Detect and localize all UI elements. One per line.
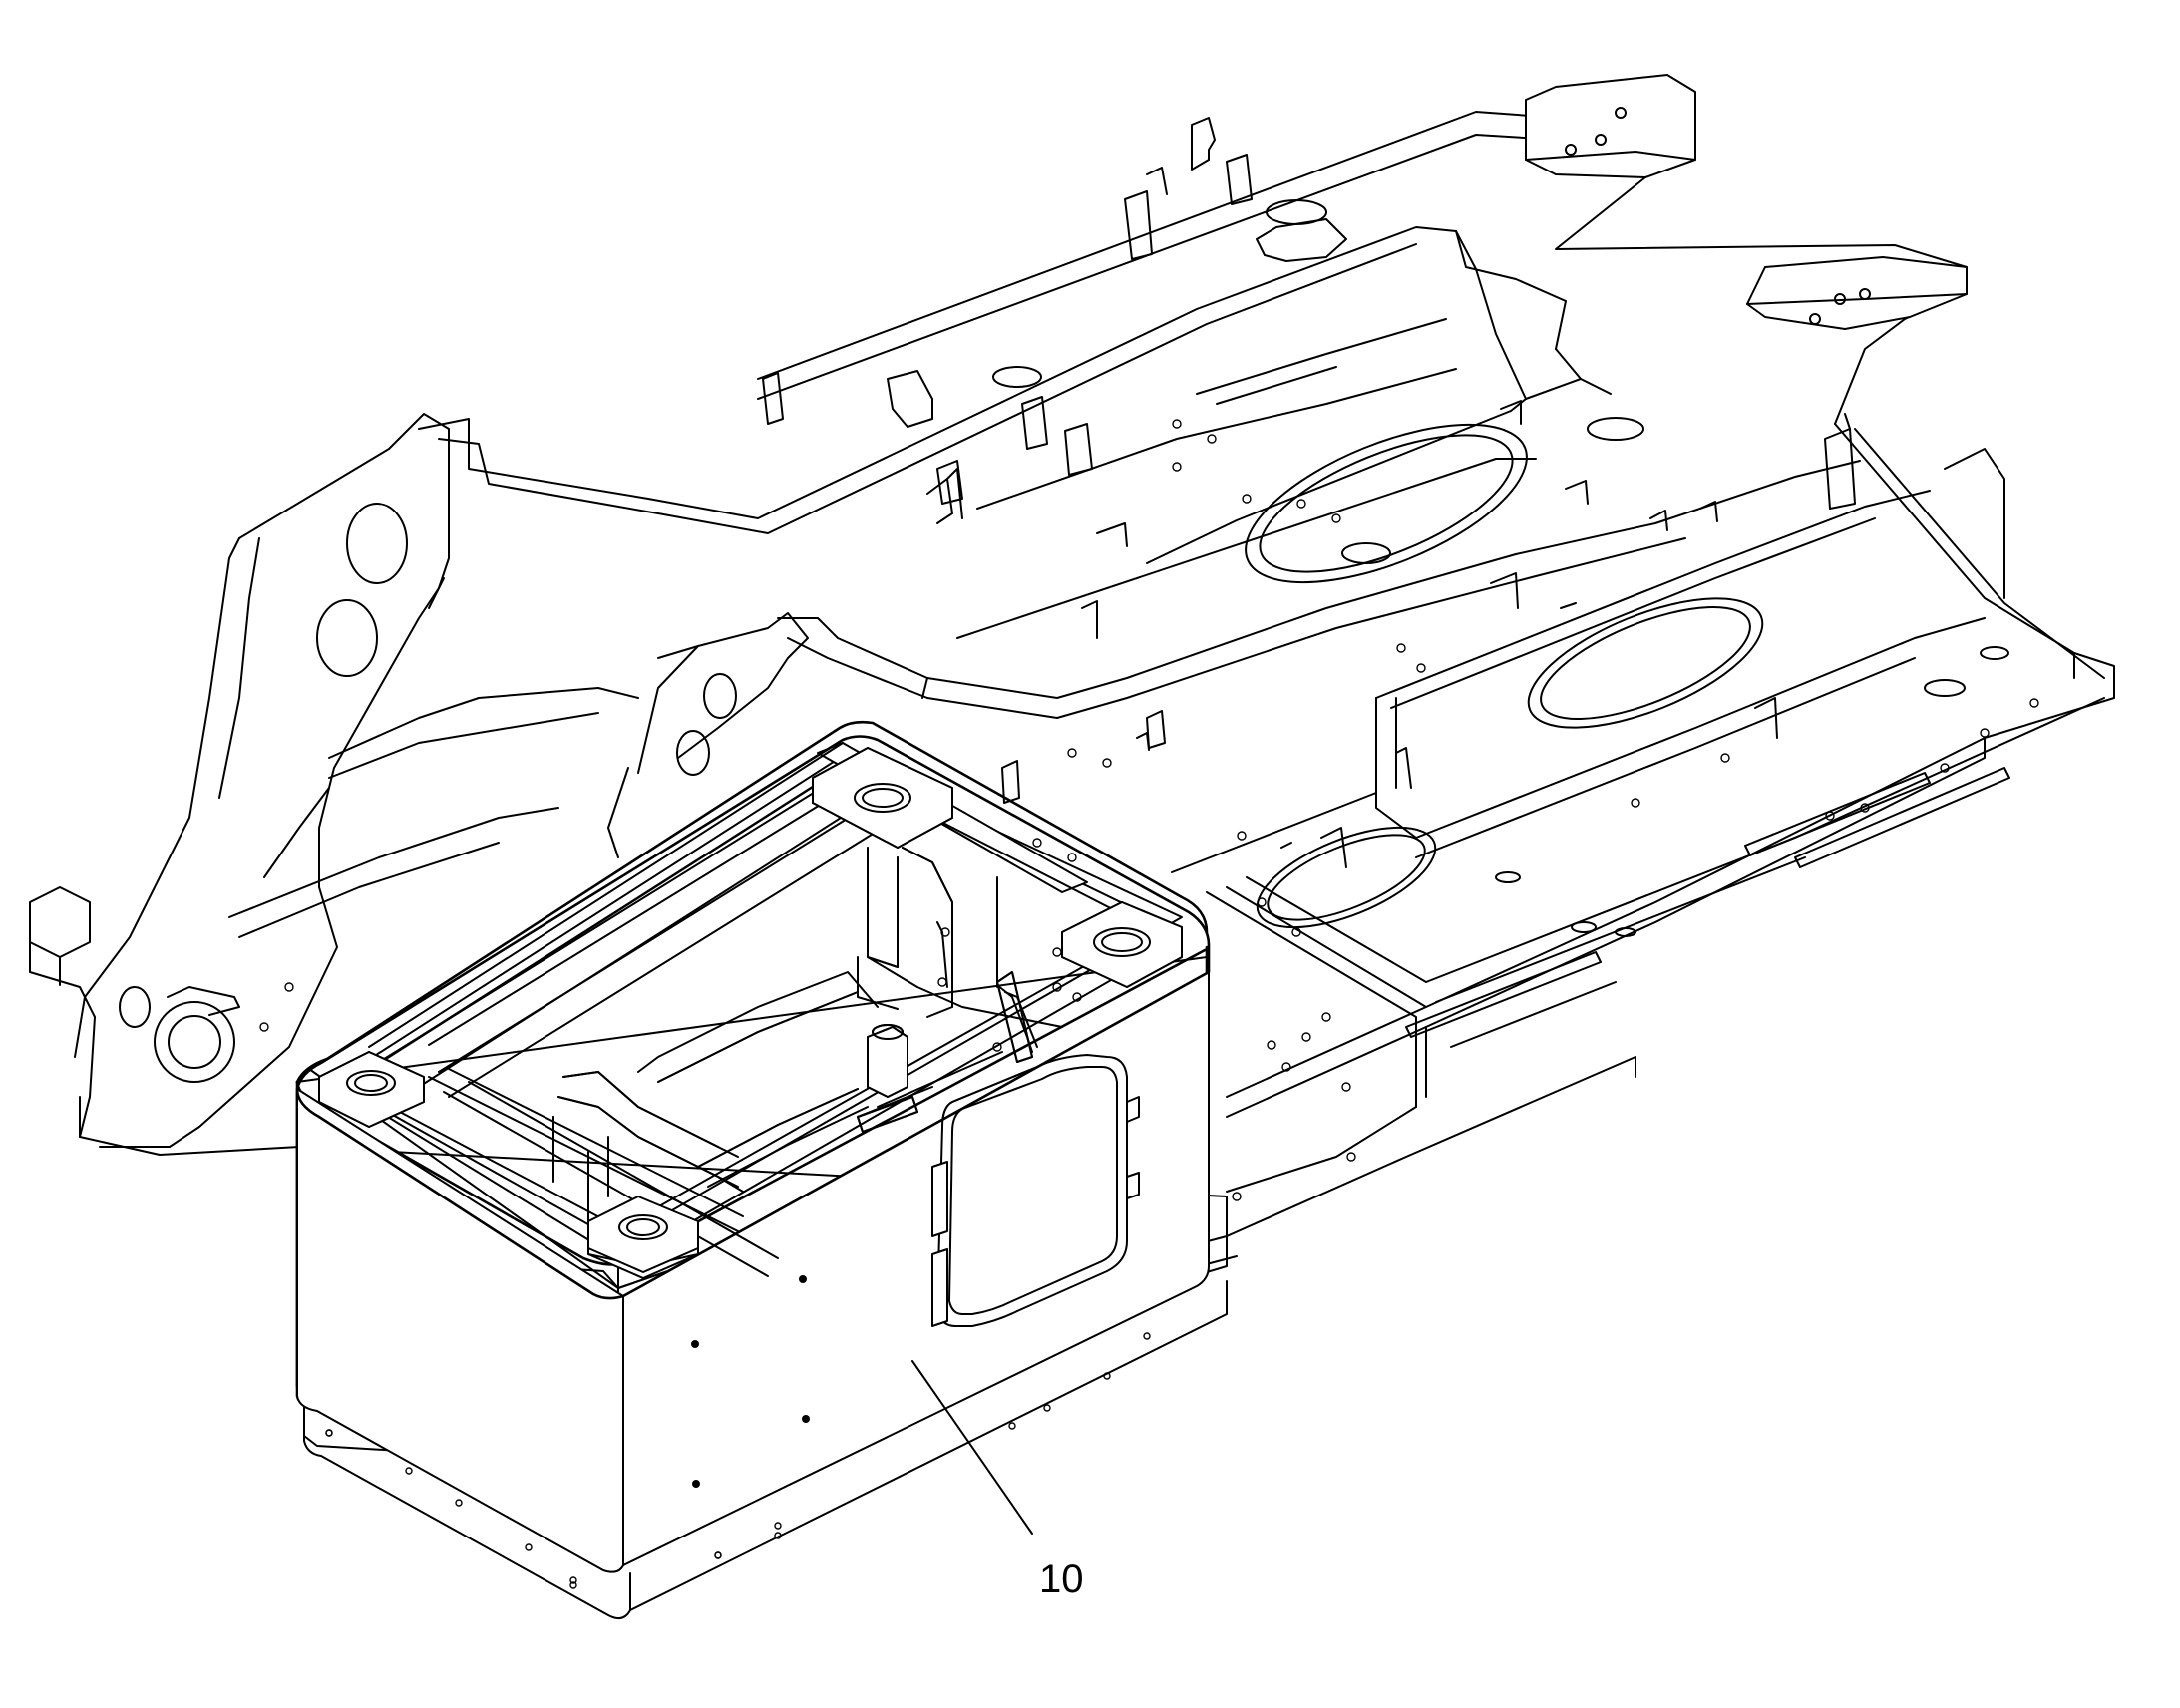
boom-mount-right xyxy=(607,612,809,858)
front-side-rail xyxy=(1206,697,2105,1193)
upper-side-beam xyxy=(418,226,1612,564)
machine-frame xyxy=(29,74,2115,1417)
round-bosses xyxy=(992,199,2009,937)
callout-label: 10 xyxy=(1039,1557,1084,1601)
mount-pad-rear-left xyxy=(1525,74,1696,178)
guide-rail xyxy=(1405,767,2010,1048)
lower-side-beam xyxy=(777,460,1861,719)
mount-pad-rear-right xyxy=(1746,256,1968,330)
mid-brackets xyxy=(926,468,1778,868)
boom-mount-left xyxy=(74,413,450,1148)
leader-line xyxy=(911,1360,1033,1535)
deck-posts xyxy=(1001,400,1718,804)
frame-fasteners xyxy=(259,419,2039,1251)
right-middle-bay xyxy=(1171,617,1986,929)
right-deck xyxy=(1375,448,2075,729)
battery-box-top-details xyxy=(318,747,1183,1327)
center-deck xyxy=(956,318,1537,639)
battery-box-shell xyxy=(295,735,1228,1620)
front-crossmember xyxy=(29,886,330,1156)
cross-link-arm xyxy=(228,687,639,938)
rear-brackets xyxy=(762,117,1856,510)
callout-10: 10 xyxy=(911,1360,1084,1601)
